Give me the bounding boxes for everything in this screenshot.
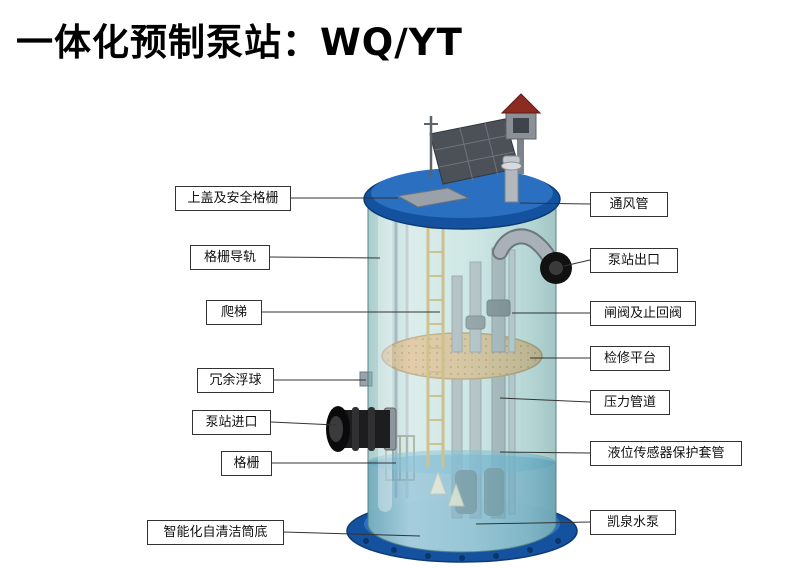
page-title: 一体化预制泵站：WQ/YT bbox=[16, 21, 463, 64]
inlet-pipe bbox=[326, 406, 397, 452]
label-top-cover-grille: 上盖及安全格栅 bbox=[175, 186, 291, 211]
safety-grate-panel bbox=[396, 187, 470, 208]
label-level-sensor-sleeve: 液位传感器保护套管 bbox=[590, 441, 742, 466]
label-vent-pipe: 通风管 bbox=[590, 192, 668, 217]
vent-pipe bbox=[501, 155, 522, 203]
label-grille: 格栅 bbox=[221, 451, 272, 476]
label-redundant-float: 冗余浮球 bbox=[197, 368, 274, 393]
label-valves: 闸阀及止回阀 bbox=[590, 301, 696, 326]
label-ladder: 爬梯 bbox=[206, 300, 262, 325]
control-box bbox=[500, 93, 542, 174]
antenna bbox=[424, 116, 438, 178]
label-self-cleaning-bottom: 智能化自清洁筒底 bbox=[147, 520, 284, 545]
label-pressure-pipe: 压力管道 bbox=[590, 390, 670, 415]
label-inlet: 泵站进口 bbox=[192, 410, 271, 435]
outlet-pipe bbox=[492, 228, 572, 284]
roof-equipment bbox=[424, 93, 542, 203]
tank-illustration bbox=[326, 93, 578, 563]
label-outlet: 泵站出口 bbox=[590, 248, 678, 273]
label-platform: 检修平台 bbox=[590, 346, 670, 371]
label-grille-rail: 格栅导轨 bbox=[190, 245, 270, 270]
label-pump: 凯泉水泵 bbox=[590, 510, 676, 535]
leader-lines bbox=[262, 197, 591, 537]
